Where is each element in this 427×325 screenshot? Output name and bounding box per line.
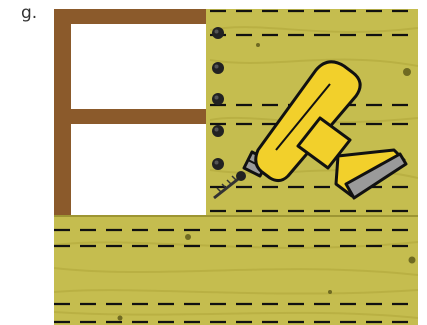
- screws-icon: [212, 27, 224, 170]
- wall-frame-icon: [54, 9, 206, 215]
- middle-rail: [54, 109, 206, 124]
- cordless-drill-icon: [242, 60, 408, 200]
- wood-knots: [117, 43, 416, 321]
- panel-label: g.: [21, 3, 38, 23]
- top-plate: [54, 9, 206, 24]
- screw-being-driven-icon: [213, 171, 246, 200]
